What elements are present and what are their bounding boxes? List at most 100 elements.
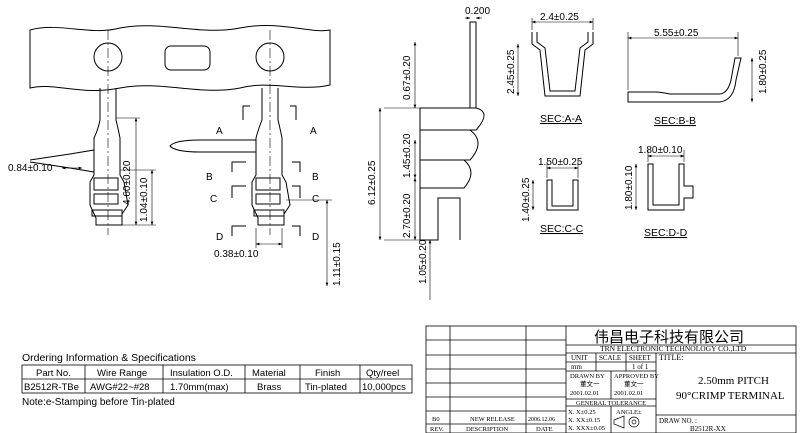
approved-by-name: 董文一 bbox=[624, 379, 644, 388]
section-labels: 2.4±0.25 2.45±0.25 5.55±0.25 1.80±0.25 1… bbox=[506, 12, 769, 239]
angle-label: ANGLE± bbox=[616, 409, 642, 416]
dim-460: 4.60±0.20 bbox=[122, 160, 133, 205]
dim-038: 0.38±0.10 bbox=[214, 249, 259, 260]
dim-240: 2.4±0.25 bbox=[540, 12, 579, 23]
unit-label: UNIT bbox=[571, 354, 588, 362]
dim-105: 1.05±0.20 bbox=[418, 239, 429, 284]
section-cc-shape bbox=[546, 179, 579, 211]
rev-header: REV. bbox=[430, 426, 444, 433]
title-block-text: 伟昌电子科技有限公司 TRN ELECTRONIC TECHNOLOGY CO.… bbox=[430, 329, 785, 433]
company-name-en: TRN ELECTRONIC TECHNOLOGY CO.,LTD bbox=[600, 344, 747, 353]
dim-084: 0.84±0.10 bbox=[8, 163, 53, 174]
side-dimension-labels: 0.200 0.67±0.20 1.45±0.20 6.12±0.25 2.70… bbox=[367, 6, 490, 284]
dim-111: 1.11±0.15 bbox=[332, 242, 343, 286]
date-header: DATE bbox=[536, 426, 553, 433]
sheet-label: SHEET bbox=[629, 354, 652, 362]
section-mark-b-right: B bbox=[312, 172, 319, 183]
section-mark-b-left: B bbox=[206, 172, 213, 183]
ordering-header-finish: Finish bbox=[315, 368, 340, 379]
ordering-cell-material: Brass bbox=[257, 382, 282, 393]
ordering-cell-finish: Tin-plated bbox=[305, 382, 347, 393]
dim-180: 1.80±0.25 bbox=[758, 49, 769, 94]
section-marks bbox=[231, 105, 301, 236]
dim-180c: 1.80±0.10 bbox=[624, 165, 635, 210]
section-label-aa: SEC:A-A bbox=[540, 113, 582, 125]
section-mark-c-left: C bbox=[210, 194, 217, 205]
section-dd-dims bbox=[634, 150, 685, 211]
sheet-value: 1 of 1 bbox=[632, 363, 649, 371]
section-mark-d-right: D bbox=[312, 232, 319, 243]
section-mark-a-right: A bbox=[310, 126, 317, 137]
section-label-bb: SEC:B-B bbox=[654, 115, 696, 127]
section-aa-shape bbox=[531, 32, 594, 97]
drawn-date: 2001.02.01 bbox=[570, 390, 599, 397]
approved-date: 2001.02.01 bbox=[614, 390, 643, 397]
section-label-dd: SEC:D-D bbox=[644, 227, 688, 239]
approved-by-label: APPROVED BY bbox=[614, 373, 659, 380]
side-view bbox=[384, 21, 485, 241]
section-aa-dims bbox=[516, 18, 594, 97]
title-label: TITLE: bbox=[659, 353, 683, 362]
carrier-strip-outline bbox=[29, 25, 331, 91]
ordering-table bbox=[21, 364, 413, 394]
ordering-cell-qty: 10,000pcs bbox=[362, 382, 406, 393]
title-line-2: 90°CRIMP TERMINAL bbox=[676, 390, 785, 402]
front-view bbox=[29, 25, 331, 236]
tolerance-1: X. X±0.25 bbox=[568, 409, 596, 416]
dim-150: 1.50±0.25 bbox=[538, 157, 583, 168]
rev-code: B0 bbox=[432, 416, 440, 423]
ordering-cell-wire: AWG#22~#28 bbox=[90, 382, 150, 393]
section-dd-shape bbox=[647, 163, 694, 211]
section-mark-c-right: C bbox=[312, 194, 319, 205]
dim-104: 1.04±0.10 bbox=[139, 177, 150, 222]
section-mark-a-left: A bbox=[216, 126, 223, 137]
dim-067: 0.67±0.20 bbox=[402, 55, 413, 100]
section-mark-d-left: D bbox=[216, 232, 223, 243]
tolerance-3: X. XXX±0.05 bbox=[568, 425, 605, 432]
terminal-right bbox=[169, 88, 291, 226]
section-bb-dims bbox=[627, 32, 754, 103]
description-header: DESCRIPTION bbox=[466, 426, 509, 433]
dim-145: 1.45±0.20 bbox=[402, 133, 413, 178]
rev-date: 2006.12.06 bbox=[528, 417, 555, 423]
ordering-header-insulation: Insulation O.D. bbox=[170, 368, 233, 379]
dim-0200: 0.200 bbox=[465, 6, 490, 17]
draw-no-label: DRAW NO. : bbox=[659, 417, 697, 425]
general-tolerance-label: GENERAL TOLERANCE bbox=[576, 400, 646, 407]
ordering-header-material: Material bbox=[252, 368, 286, 379]
section-bb-shape bbox=[627, 57, 742, 103]
front-dimension-labels: 4.60±0.20 1.04±0.10 0.84±0.10 0.38±0.10 … bbox=[8, 126, 343, 286]
terminal-left bbox=[29, 88, 129, 226]
ordering-header-part: Part No. bbox=[36, 368, 71, 379]
front-dimensions bbox=[61, 117, 332, 287]
side-dimensions bbox=[378, 16, 482, 300]
ordering-text: Ordering Information & Specifications Pa… bbox=[22, 352, 406, 408]
rev-description: NEW RELEASE bbox=[470, 416, 515, 423]
title-block-grid bbox=[425, 325, 797, 433]
section-cc-dims bbox=[531, 162, 579, 211]
scale-label: SCALE bbox=[599, 354, 621, 362]
dim-612: 6.12±0.25 bbox=[367, 160, 378, 205]
ordering-heading: Ordering Information & Specifications bbox=[22, 352, 196, 364]
pilot-slot bbox=[164, 45, 211, 71]
section-label-cc: SEC:C-C bbox=[540, 223, 584, 235]
drawn-by-name: 董文一 bbox=[580, 379, 600, 388]
dim-555: 5.55±0.25 bbox=[654, 28, 699, 39]
dim-180b: 1.80±0.10 bbox=[638, 145, 683, 156]
title-line-1: 2.50mm PITCH bbox=[698, 375, 769, 387]
drawn-by-label: DRAWN BY bbox=[570, 373, 605, 380]
projection-symbol-icon bbox=[613, 415, 640, 429]
unit-value: mm bbox=[571, 363, 582, 371]
ordering-header-wire: Wire Range bbox=[97, 368, 147, 379]
dim-140: 1.40±0.25 bbox=[521, 177, 532, 222]
ordering-header-qty: Qty/reel bbox=[366, 368, 399, 379]
tolerance-2: X. XX±0.15 bbox=[568, 417, 600, 424]
dim-245: 2.45±0.25 bbox=[506, 49, 517, 94]
company-name-cn: 伟昌电子科技有限公司 bbox=[594, 329, 744, 346]
ordering-cell-insulation: 1.70mm(max) bbox=[170, 382, 229, 393]
ordering-note: Note:e-Stamping before Tin-plated bbox=[22, 397, 175, 408]
draw-no-value: B2512R-XX bbox=[690, 425, 726, 433]
ordering-cell-part: B2512R-TBe bbox=[24, 382, 79, 393]
dim-270: 2.70±0.20 bbox=[402, 193, 413, 238]
